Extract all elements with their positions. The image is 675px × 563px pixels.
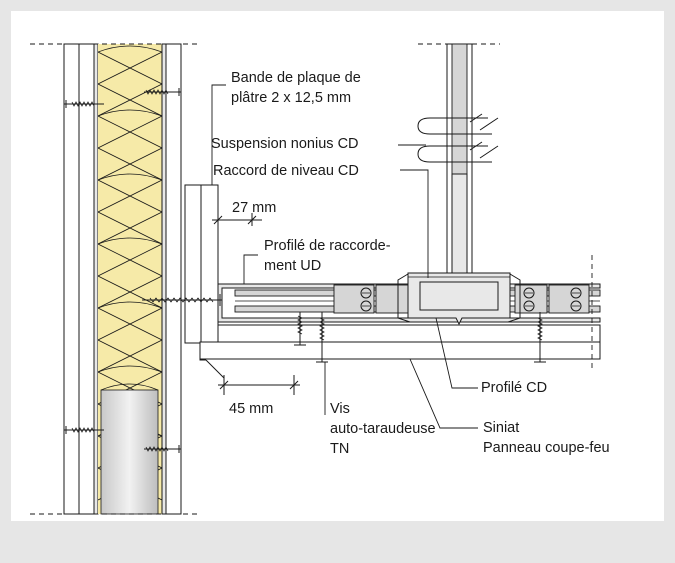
- label-vis-line3: TN: [330, 441, 349, 457]
- label-siniat-line2: Panneau coupe-feu: [483, 440, 610, 456]
- ceiling-assembly: [199, 255, 601, 372]
- hanger-lower-part: [451, 173, 468, 274]
- label-profile-ud-line2: ment UD: [264, 258, 321, 274]
- wall-board-right-inner: [165, 43, 182, 515]
- label-bande-line2: plâtre 2 x 12,5 mm: [231, 90, 351, 106]
- ceiling-screws: [142, 294, 546, 363]
- leader-bande: [211, 84, 226, 185]
- cd-profile-section: [407, 272, 511, 326]
- ceiling-board-upper: [217, 324, 601, 343]
- labels: Bande de plaque de plâtre 2 x 12,5 mm Su…: [211, 70, 610, 457]
- leader-siniat: [409, 358, 478, 429]
- level-connector-right: [507, 273, 521, 323]
- label-dim-27: 27 mm: [232, 200, 276, 216]
- label-dim-45: 45 mm: [229, 401, 273, 417]
- label-vis-line1: Vis: [330, 401, 350, 417]
- hanger-rod-inner: [451, 43, 468, 175]
- wall-stud-flange-left: [93, 43, 99, 515]
- wall-stud-flange-right: [161, 43, 167, 515]
- label-raccord: Raccord de niveau CD: [213, 163, 359, 179]
- label-bande-line1: Bande de plaque de: [231, 70, 361, 86]
- nonius-clip-lower: [417, 141, 499, 163]
- cd-clips: [333, 284, 590, 314]
- leader-raccord: [400, 169, 429, 278]
- label-suspension: Suspension nonius CD: [211, 136, 359, 152]
- wall-screws: [64, 88, 181, 453]
- nonius-clip-upper: [417, 113, 499, 135]
- label-profile-ud-line1: Profilé de raccorde-: [264, 238, 391, 254]
- strip-board-1: [184, 184, 202, 344]
- wall-board-left-outer: [63, 43, 80, 515]
- strip-board-2: [200, 184, 219, 344]
- dimension-27mm: [212, 200, 262, 235]
- plasterboard-strip: [184, 184, 219, 344]
- level-connector-left: [397, 273, 411, 323]
- partition-wall: [30, 43, 200, 515]
- edge-trim: [199, 342, 206, 361]
- dimension-45mm: [205, 359, 300, 395]
- leader-profile-ud: [243, 254, 258, 284]
- leader-profile-cd: [435, 317, 478, 389]
- leader-lines: [211, 84, 478, 429]
- wall-pipe: [100, 389, 159, 515]
- nonius-suspension: [417, 43, 500, 274]
- wall-board-left-inner: [78, 43, 95, 515]
- label-vis-line2: auto-taraudeuse: [330, 421, 436, 437]
- label-profile-cd: Profilé CD: [481, 380, 547, 396]
- label-siniat-line1: Siniat: [483, 420, 519, 436]
